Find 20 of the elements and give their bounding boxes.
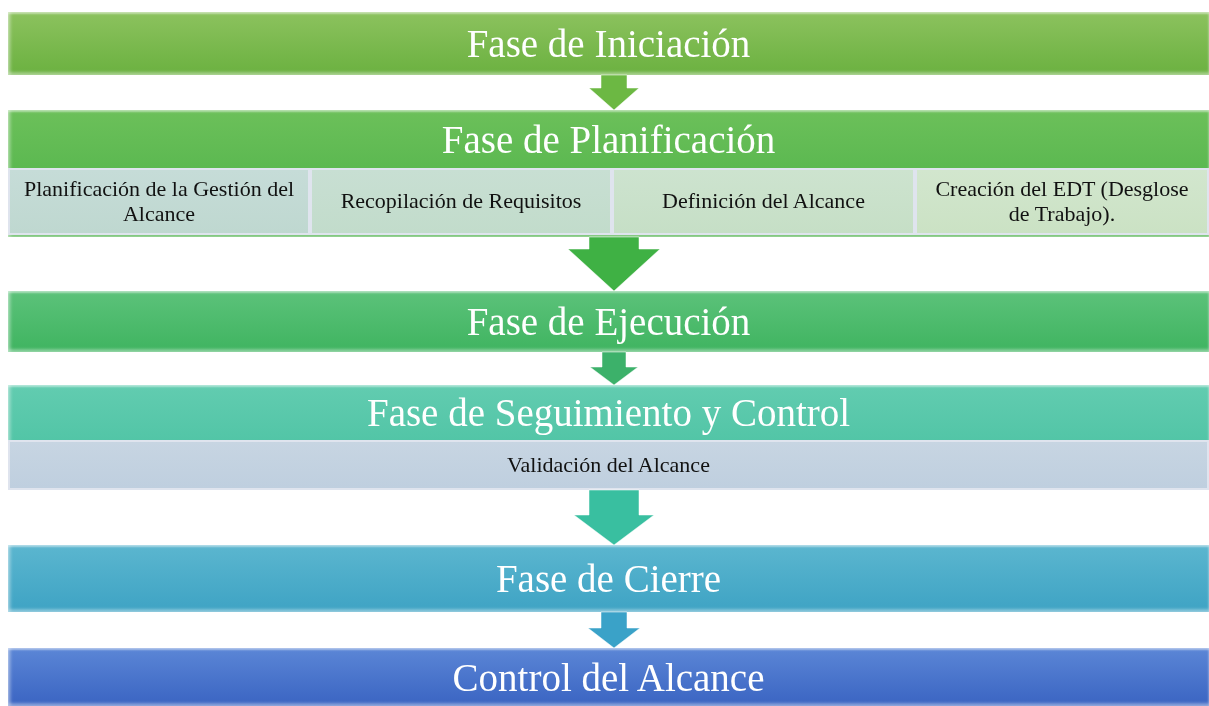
phase-title: Control del Alcance: [452, 657, 765, 697]
phase-bar: [8, 12, 1209, 75]
step-box: Definición del Alcance: [612, 168, 915, 235]
phase-title: Fase de Planificación: [441, 119, 776, 159]
block-arrow: [573, 489, 655, 546]
block-arrow: [587, 611, 641, 649]
phase-bar: [8, 385, 1209, 490]
block-arrow: [589, 351, 639, 386]
phase-bar: [8, 291, 1209, 352]
phase-title: Fase de Iniciación: [466, 24, 751, 63]
block-arrow: [567, 236, 661, 292]
step-box: Validación del Alcance: [8, 440, 1209, 490]
step-box: Planificación de la Gestión del Alcance: [8, 168, 310, 235]
block-arrow: [588, 74, 640, 111]
step-box: Recopilación de Requisitos: [310, 168, 612, 235]
phase-title: Fase de Cierre: [495, 559, 722, 598]
phase-bar: [8, 110, 1209, 237]
step-box: Creación del EDT (Desglose de Trabajo).: [915, 168, 1209, 235]
phase-bar: [8, 545, 1209, 612]
phase-bar: [8, 648, 1209, 706]
